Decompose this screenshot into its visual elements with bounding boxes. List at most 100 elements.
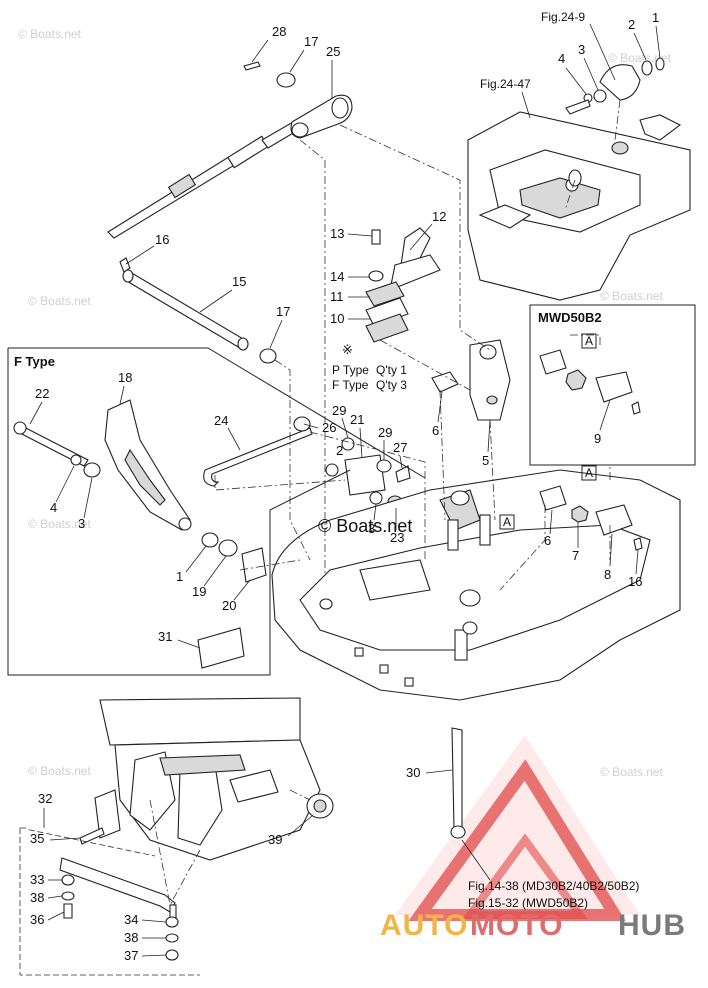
callout-2b: 2 xyxy=(336,443,343,458)
cowl-lock-assembly xyxy=(565,57,682,187)
mwd50b2-parts xyxy=(539,349,641,415)
f-type-parts xyxy=(13,399,267,669)
callout-35: 35 xyxy=(30,831,44,846)
callout-4b: 4 xyxy=(50,500,57,515)
watermark: © Boats.net xyxy=(608,51,672,65)
callout-29: 29 xyxy=(332,403,346,418)
watermark: © Boats.net xyxy=(600,289,664,303)
callout-39: 39 xyxy=(268,832,282,847)
callout-3: 3 xyxy=(578,42,585,57)
callout-7: 7 xyxy=(572,548,579,563)
part-callouts: 1 2 3 4 28 17 25 12 13 14 11 10 16 15 17… xyxy=(29,10,661,963)
callout-31: 31 xyxy=(158,629,172,644)
callout-4: 4 xyxy=(558,51,565,66)
callout-21: 21 xyxy=(350,412,364,427)
callout-32: 32 xyxy=(38,791,52,806)
callout-36: 36 xyxy=(30,912,44,927)
fig-ref-15-32: Fig.15-32 (MWD50B2) xyxy=(468,896,588,910)
part-16-clip xyxy=(119,257,131,273)
callout-38b: 38 xyxy=(124,930,138,945)
callout-19: 19 xyxy=(192,584,206,599)
assembly-lines xyxy=(149,99,621,906)
watermark: © Boats.net xyxy=(28,517,92,531)
callout-24: 24 xyxy=(214,413,228,428)
callout-33: 33 xyxy=(30,872,44,887)
part-17-washer xyxy=(276,72,296,88)
marker-a: A xyxy=(585,466,593,480)
callout-6: 6 xyxy=(432,423,439,438)
callout-38: 38 xyxy=(30,890,44,905)
callout-5: 5 xyxy=(482,453,489,468)
callout-3b: 3 xyxy=(78,516,85,531)
callout-29b: 29 xyxy=(378,425,392,440)
callout-3c: 3 xyxy=(368,521,375,536)
part-24-rod xyxy=(203,416,313,487)
callout-1b: 1 xyxy=(176,569,183,584)
callout-26: 26 xyxy=(322,420,336,435)
note-symbol: ※ xyxy=(342,342,353,357)
lever-assembly-10-14 xyxy=(365,227,441,343)
callout-8: 8 xyxy=(604,567,611,582)
brand-part-3: HUB xyxy=(618,909,686,942)
note-p-type: P Type xyxy=(332,363,369,377)
lower-bracket-assembly xyxy=(94,697,334,861)
callout-10: 10 xyxy=(330,311,344,326)
callout-1: 1 xyxy=(652,10,659,25)
callout-28: 28 xyxy=(272,24,286,39)
watermark: © Boats.net xyxy=(28,764,92,778)
callout-16: 16 xyxy=(155,232,169,247)
callout-12: 12 xyxy=(432,209,446,224)
fig-ref-24-9: Fig.24-9 xyxy=(541,10,585,24)
callout-6b: 6 xyxy=(544,533,551,548)
fig-ref-14-38: Fig.14-38 (MD30B2/40B2/50B2) xyxy=(468,879,639,893)
right-side-parts xyxy=(539,485,643,551)
callout-13: 13 xyxy=(330,226,344,241)
callout-15: 15 xyxy=(232,274,246,289)
callout-22: 22 xyxy=(35,386,49,401)
callout-14: 14 xyxy=(330,269,344,284)
figure-references: Fig.24-9 Fig.24-47 Fig.14-38 (MD30B2/40B… xyxy=(461,10,639,910)
f-type-label: F Type xyxy=(14,354,55,369)
part-17-washer xyxy=(259,348,277,364)
part-28-clip xyxy=(243,61,261,71)
link-parts-32-38 xyxy=(59,827,179,961)
callout-34: 34 xyxy=(124,912,138,927)
callout-17: 17 xyxy=(304,34,318,49)
callout-18: 18 xyxy=(118,370,132,385)
callout-2: 2 xyxy=(628,17,635,32)
f-type-box: F Type xyxy=(7,347,426,676)
throttle-cable xyxy=(107,117,306,239)
watermark: © Boats.net xyxy=(600,765,664,779)
watermark: © Boats.net xyxy=(28,294,92,308)
bottom-cowling-main xyxy=(271,469,681,701)
callout-9: 9 xyxy=(594,431,601,446)
note-p-qty: Q'ty 1 xyxy=(376,363,407,377)
callout-11: 11 xyxy=(330,289,344,304)
callout-37: 37 xyxy=(124,948,138,963)
marker-a-lower: A A xyxy=(499,465,597,530)
callout-17b: 17 xyxy=(276,304,290,319)
note-f-qty: Q'ty 3 xyxy=(376,378,407,392)
part-25-link-joint xyxy=(290,94,353,139)
bottom-cowling-top xyxy=(467,111,691,301)
marker-a: A xyxy=(503,515,511,529)
callout-20: 20 xyxy=(222,598,236,613)
callout-27: 27 xyxy=(393,440,407,455)
callout-25: 25 xyxy=(326,44,340,59)
part-15-shaft xyxy=(122,269,249,351)
brand-part-2: MOTO xyxy=(470,909,563,942)
marker-a: A xyxy=(585,334,593,348)
part-6-bushing xyxy=(431,371,459,393)
quantity-note: ※ P Type Q'ty 1 F Type Q'ty 3 xyxy=(332,342,407,392)
brand-part-1: AUTO xyxy=(380,909,468,942)
part-30-rod xyxy=(450,727,466,839)
link-box-32 xyxy=(19,827,200,976)
fig-ref-24-47: Fig.24-47 xyxy=(480,77,531,91)
automotohub-logo: AUTO MOTO HUB xyxy=(380,735,686,942)
callout-23: 23 xyxy=(390,530,404,545)
part-5-bracket xyxy=(469,339,511,421)
callout-30: 30 xyxy=(406,765,420,780)
note-f-type: F Type xyxy=(332,378,369,392)
mwd50b2-label: MWD50B2 xyxy=(538,310,602,325)
